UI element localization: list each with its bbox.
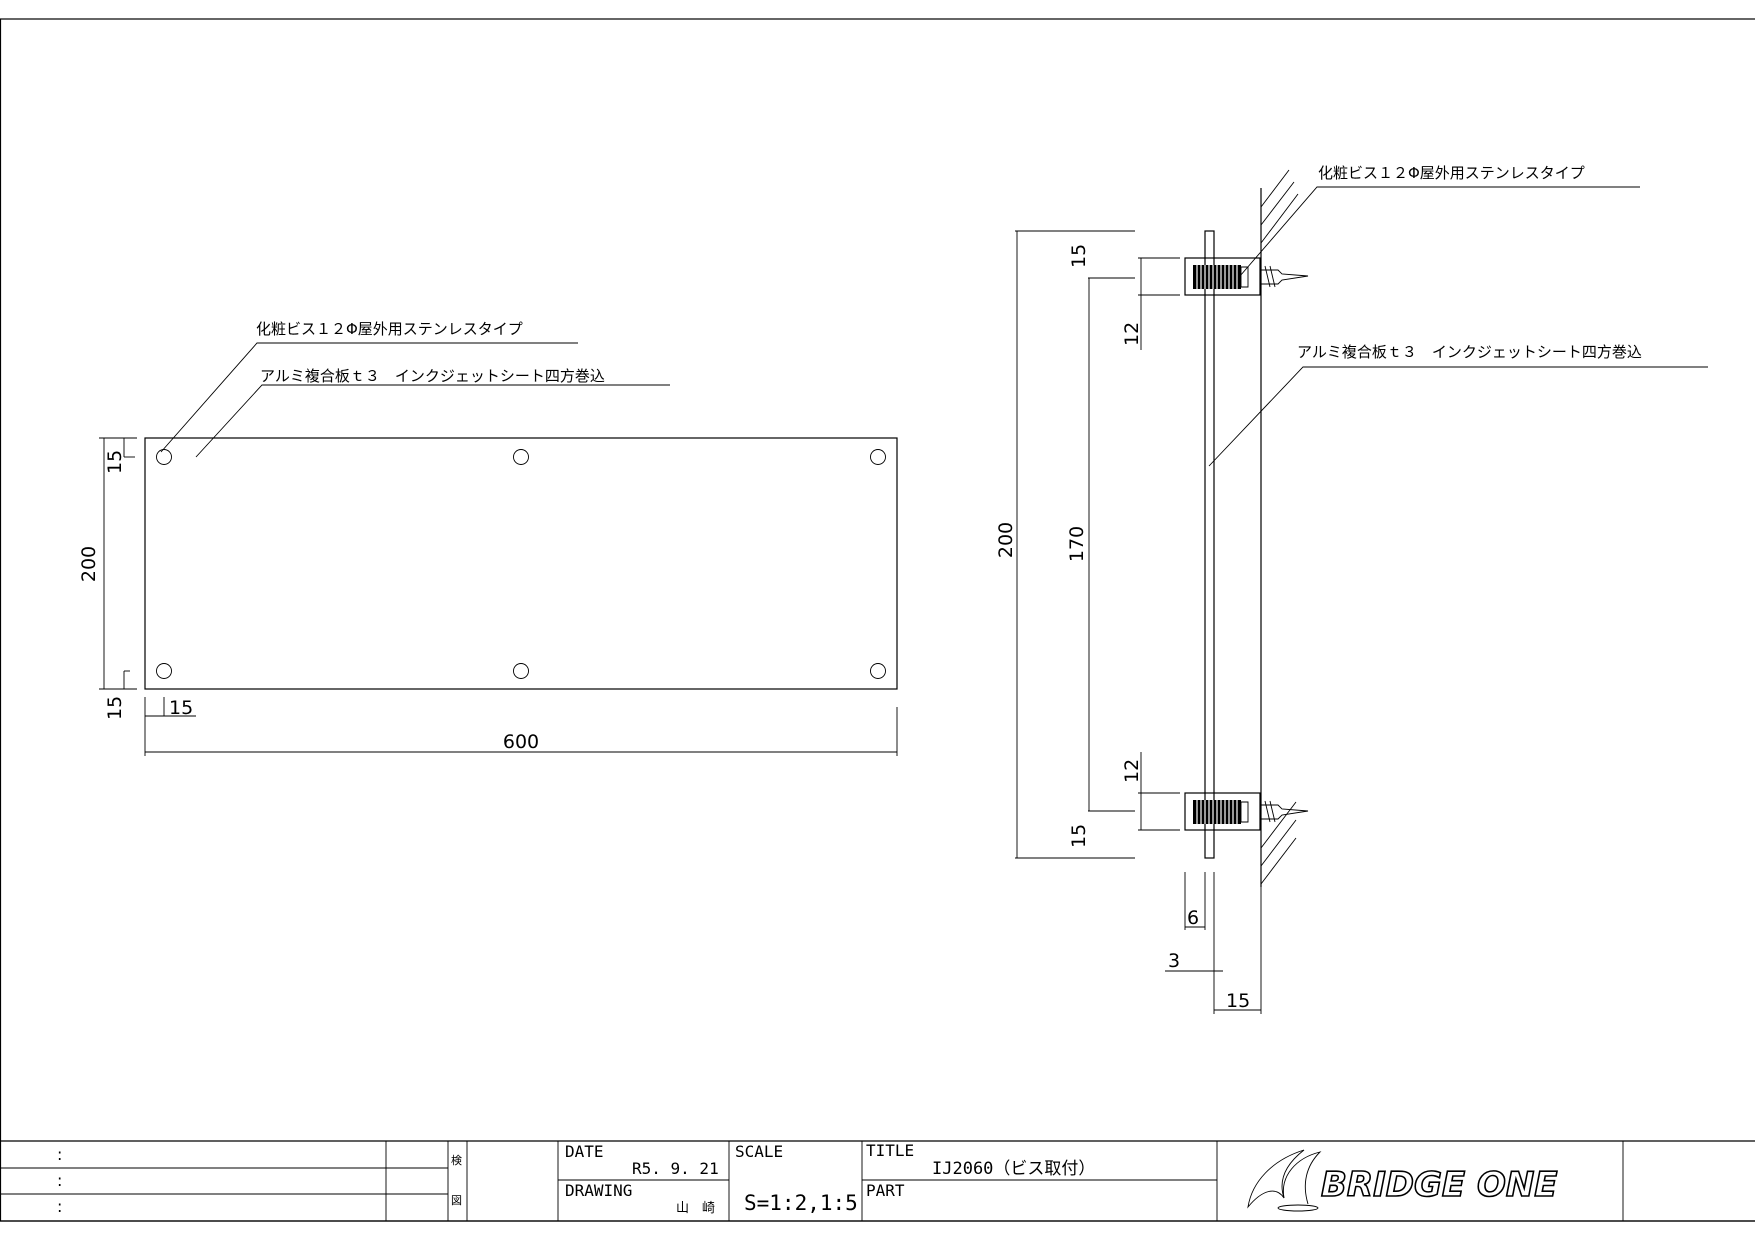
- drawn-label: 図: [451, 1194, 462, 1207]
- sign-row: :: [57, 1145, 62, 1164]
- title-label: TITLE: [866, 1141, 914, 1160]
- panel-leader: [195, 384, 670, 458]
- sign-row: :: [57, 1197, 62, 1216]
- front-top-offset-dim: 15: [104, 450, 126, 474]
- screw-hole: [156, 663, 172, 679]
- spacer-bottom: [1184, 792, 1261, 831]
- side-plate-thickness-dim: 3: [1168, 950, 1180, 972]
- side-spacer-top-dim: 12: [1121, 322, 1143, 346]
- check-label: 検: [451, 1153, 462, 1167]
- front-height-dim: 200: [78, 546, 100, 582]
- side-bottom-offset-dim: 15: [1068, 824, 1090, 848]
- front-screw-callout: 化粧ビス１２Φ屋外用ステンレスタイプ: [256, 320, 523, 338]
- drawing-label: DRAWING: [565, 1181, 632, 1200]
- screw-leader: [160, 342, 578, 453]
- title-value: IJ2060（ビス取付）: [932, 1159, 1095, 1179]
- side-panel-callout: アルミ複合板ｔ３ インクジェットシート四方巻込: [1297, 343, 1642, 361]
- spacer-top: [1184, 257, 1261, 296]
- screw-hole: [513, 449, 529, 465]
- screw-hole: [513, 663, 529, 679]
- side-standoff-dim: 15: [1226, 990, 1250, 1012]
- company-logo-text: BRIDGE ONE: [1321, 1165, 1558, 1205]
- side-spacer-bottom-dim: 12: [1121, 759, 1143, 783]
- side-overall-dim: 200: [995, 522, 1017, 558]
- side-pitch-dim: 170: [1066, 526, 1088, 562]
- sign-row: :: [57, 1171, 62, 1190]
- drawing-value: 山 崎: [676, 1201, 715, 1216]
- title-block: : : : 検 図 DATE R5. 9. 21 DRAWING 山 崎 SCA…: [0, 1140, 1755, 1222]
- front-panel-callout: アルミ複合板ｔ３ インクジェットシート四方巻込: [260, 367, 605, 385]
- front-view: 化粧ビス１２Φ屋外用ステンレスタイプ アルミ複合板ｔ３ インクジェットシート四方…: [78, 320, 898, 756]
- front-left-offset-dim: 15: [169, 697, 193, 719]
- side-top-offset-dim: 15: [1068, 244, 1090, 268]
- side-spacer-depth-dim: 6: [1187, 907, 1199, 929]
- date-label: DATE: [565, 1142, 604, 1161]
- date-value: R5. 9. 21: [632, 1159, 719, 1178]
- screw-hole: [870, 449, 886, 465]
- wall-hatch-top: [1260, 169, 1299, 244]
- wall-hatch-bottom: [1260, 801, 1297, 885]
- scale-value: S=1:2,1:5: [744, 1191, 858, 1215]
- front-panel-outline: [144, 437, 898, 690]
- screw-hole: [156, 449, 172, 465]
- bridge-one-logo: BRIDGE ONE: [1247, 1149, 1558, 1212]
- anchor-top: [1261, 269, 1309, 285]
- front-width-dim: 600: [503, 731, 539, 753]
- side-screw-leader: [1239, 186, 1640, 277]
- side-view: 化粧ビス１２Φ屋外用ステンレスタイプ アルミ複合板ｔ３ インクジェットシート四方…: [995, 164, 1708, 1014]
- anchor-bottom: [1261, 804, 1309, 820]
- sheet-border: [0, 18, 1755, 1222]
- side-screw-callout: 化粧ビス１２Φ屋外用ステンレスタイプ: [1318, 164, 1585, 182]
- side-panel-plate: [1204, 230, 1215, 859]
- front-bottom-offset-dim: 15: [104, 696, 126, 720]
- logo-swoosh-icon: [1247, 1149, 1305, 1209]
- screw-hole: [870, 663, 886, 679]
- scale-label: SCALE: [735, 1142, 783, 1161]
- part-label: PART: [866, 1181, 905, 1200]
- side-panel-leader: [1208, 366, 1708, 467]
